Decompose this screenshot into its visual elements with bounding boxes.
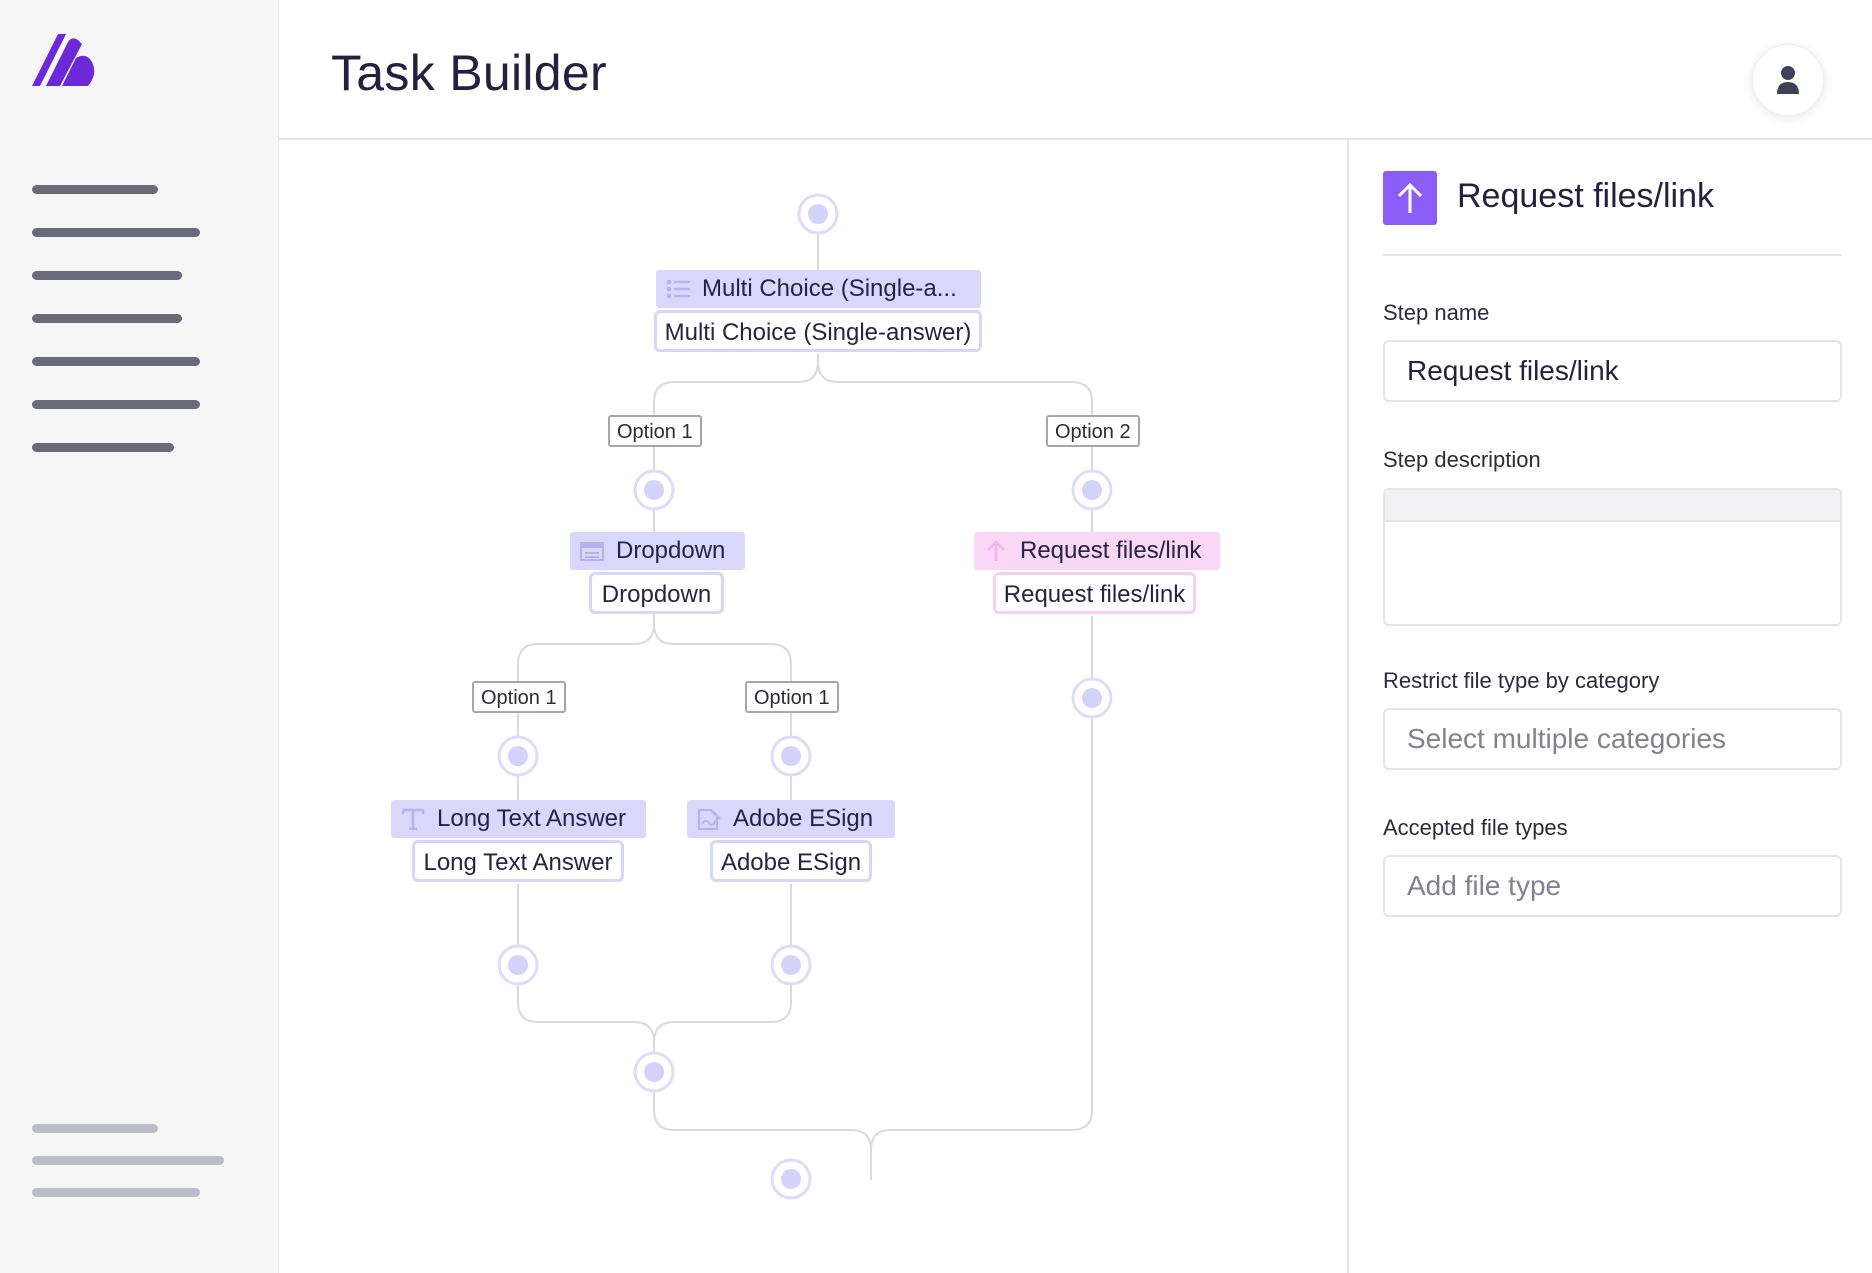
node-dd-opt1 (497, 735, 539, 777)
header: Task Builder (279, 0, 1872, 140)
node-opt2 (1071, 469, 1113, 511)
branch-label-option-2[interactable]: Option 2 (1046, 415, 1140, 447)
nav-item-4[interactable] (32, 314, 182, 323)
nav-item-3[interactable] (32, 271, 182, 280)
step-name-label: Step name (1383, 300, 1490, 325)
node-after-request (1071, 677, 1113, 719)
step-title-text: Long Text Answer (437, 805, 627, 832)
step-description-label: Step description (1383, 447, 1541, 472)
text-icon (401, 808, 425, 830)
footer-item-3[interactable] (32, 1188, 200, 1197)
flow-canvas[interactable]: Multi Choice (Single-a... Multi Choice (… (279, 140, 1347, 1273)
upload-arrow-icon (987, 540, 1005, 561)
file-type-input[interactable]: Add file type (1383, 855, 1842, 917)
step-description-input[interactable] (1383, 488, 1842, 626)
step-adobe-esign-title[interactable]: Adobe ESign (687, 800, 895, 838)
node-start (797, 193, 839, 235)
nav-item-1[interactable] (32, 185, 158, 194)
step-multi-choice-card[interactable]: Multi Choice (Single-answer) (654, 310, 982, 352)
node-end (770, 1158, 812, 1200)
nav-item-6[interactable] (32, 400, 200, 409)
restrict-file-type-label: Restrict file type by category (1383, 668, 1660, 693)
upload-arrow-icon (1383, 171, 1437, 225)
step-dropdown-title[interactable]: Dropdown (570, 532, 745, 570)
flow-nodes (497, 193, 1113, 1200)
step-dropdown-card[interactable]: Dropdown (589, 572, 724, 614)
avatar[interactable] (1752, 44, 1824, 116)
accepted-file-types-label: Accepted file types (1383, 815, 1568, 840)
step-title-text: Dropdown (616, 537, 726, 564)
step-request-files-card[interactable]: Request files/link (993, 572, 1196, 614)
step-title-text: Multi Choice (Single-a... (702, 275, 957, 302)
divider (1383, 254, 1842, 256)
step-title-text: Request files/link (1020, 537, 1202, 564)
dropdown-icon (580, 542, 604, 561)
signature-icon (698, 809, 721, 830)
step-long-text-card[interactable]: Long Text Answer (412, 840, 624, 882)
node-opt1 (633, 469, 675, 511)
logo-icon[interactable] (30, 30, 100, 90)
node-after-longtext (497, 944, 539, 986)
node-merge-1 (633, 1051, 675, 1093)
step-name-input[interactable]: Request files/link (1383, 340, 1842, 402)
footer-item-1[interactable] (32, 1124, 158, 1133)
branch-label-option-1[interactable]: Option 1 (608, 415, 702, 447)
step-title-text: Adobe ESign (733, 805, 874, 832)
step-settings-panel: Request files/link Step name Request fil… (1347, 140, 1872, 1273)
panel-title: Request files/link (1457, 177, 1715, 215)
nav-item-7[interactable] (32, 443, 174, 452)
step-multi-choice-title[interactable]: Multi Choice (Single-a... (656, 270, 981, 308)
flow-connectors (497, 193, 1113, 1200)
sidebar (0, 0, 279, 1273)
page-title: Task Builder (331, 45, 607, 101)
nav-item-5[interactable] (32, 357, 200, 366)
step-adobe-esign-card[interactable]: Adobe ESign (710, 840, 872, 882)
node-dd-opt1b (770, 735, 812, 777)
step-long-text-title[interactable]: Long Text Answer (391, 800, 646, 838)
list-icon (666, 279, 690, 299)
nav-item-2[interactable] (32, 228, 200, 237)
category-multiselect[interactable]: Select multiple categories (1383, 708, 1842, 770)
user-icon (1777, 66, 1799, 94)
node-after-esign (770, 944, 812, 986)
branch-label-dd-option-1b[interactable]: Option 1 (745, 681, 839, 713)
step-request-files-title[interactable]: Request files/link (974, 532, 1220, 570)
branch-label-dd-option-1[interactable]: Option 1 (472, 681, 566, 713)
editor-toolbar[interactable] (1385, 490, 1840, 522)
footer-item-2[interactable] (32, 1156, 224, 1165)
